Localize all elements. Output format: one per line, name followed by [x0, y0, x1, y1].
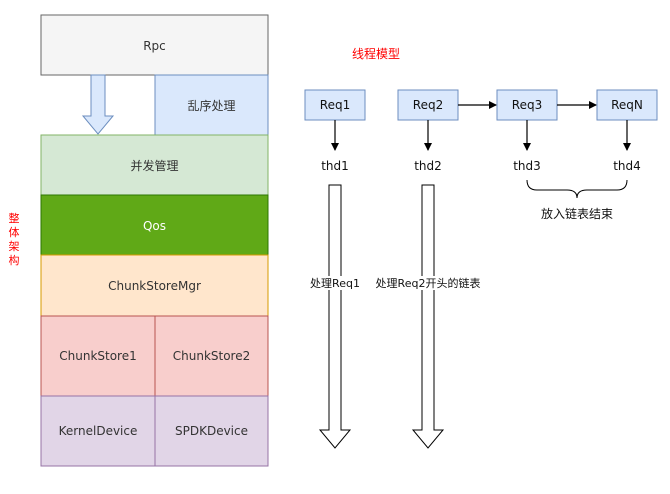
rpc-down-arrow [81, 74, 115, 135]
req3-label: Req3 [512, 98, 542, 112]
req2-label: Req2 [413, 98, 443, 112]
chunk-store-1-layer [40, 315, 156, 397]
architecture-side-label-line3: 架 [9, 240, 20, 253]
thd1-process-arrow [318, 184, 352, 449]
req1-label: Req1 [320, 98, 350, 112]
rpc-label: Rpc [143, 39, 166, 53]
qos-layer [40, 194, 269, 256]
chunk-store-2-label: ChunkStore2 [173, 349, 251, 363]
chunk-store-1-label: ChunkStore1 [59, 349, 137, 363]
process-req1-label-bg [307, 276, 363, 290]
process-req1-label: 处理Req1 [310, 277, 360, 290]
thread-model-title: 线程模型 [352, 46, 400, 61]
reqn-label: ReqN [611, 98, 643, 112]
spdk-device-layer [154, 395, 269, 467]
architecture-side-label-line2: 体 [9, 225, 20, 239]
qos-label: Qos [143, 219, 166, 233]
req3-box [496, 89, 558, 121]
kernel-device-layer [40, 395, 156, 467]
chunk-store-mgr-label: ChunkStoreMgr [108, 279, 201, 293]
list-end-note: 放入链表结束 [541, 206, 613, 221]
list-end-brace [526, 179, 628, 199]
kernel-device-label: KernelDevice [59, 424, 138, 438]
architecture-side-label-line4: 构 [9, 253, 20, 267]
spdk-device-label: SPDKDevice [175, 424, 248, 438]
req1-box [304, 89, 366, 121]
architecture-side-label: 整 [9, 211, 20, 225]
rpc-layer [40, 14, 269, 76]
reorder-layer [154, 74, 269, 136]
thd4-label: thd4 [613, 159, 641, 173]
thd2-process-arrow [411, 184, 445, 449]
concurrency-label: 并发管理 [130, 158, 178, 173]
reorder-label: 乱序处理 [187, 98, 235, 113]
concurrency-layer [40, 134, 269, 196]
chunk-store-mgr-layer [40, 254, 269, 317]
process-req2-label: 处理Req2开头的链表 [376, 276, 481, 290]
process-req2-label-bg [372, 276, 484, 290]
thd3-label: thd3 [513, 159, 541, 173]
thd2-label: thd2 [414, 159, 442, 173]
thd1-label: thd1 [321, 159, 349, 173]
